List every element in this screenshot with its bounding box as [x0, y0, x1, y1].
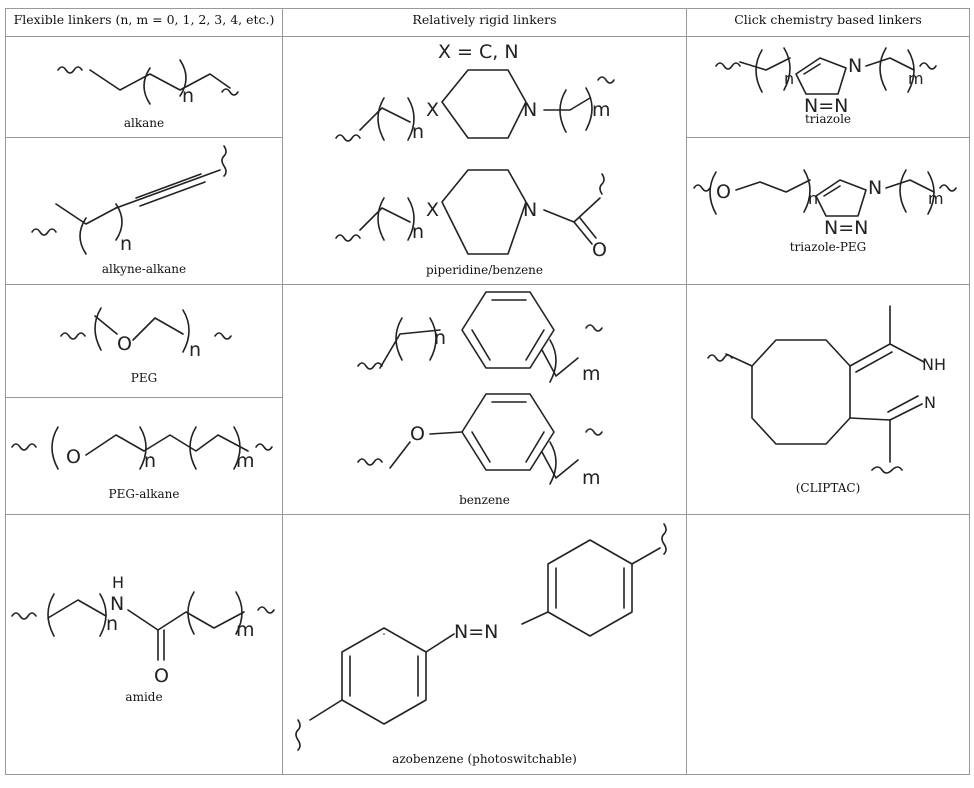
alkyne-alkane-structure: n — [31, 145, 227, 255]
svg-text:N: N — [848, 55, 862, 77]
benzene-ether-structure: O m — [357, 393, 603, 489]
svg-text:n: n — [189, 339, 201, 361]
svg-text:m: m — [592, 99, 611, 121]
piperidine-amide-structure: n X N O — [335, 169, 607, 261]
caption-azobenzene: azobenzene (photoswitchable) — [392, 752, 577, 766]
svg-text:X = C, N: X = C, N — [438, 41, 519, 63]
alkane-structure: n — [57, 59, 239, 107]
svg-text:H: H — [112, 573, 124, 592]
svg-text:O: O — [66, 446, 81, 468]
svg-text:n: n — [412, 221, 424, 243]
svg-text:m: m — [582, 363, 601, 385]
header-rigid-linkers: Relatively rigid linkers — [412, 11, 557, 27]
caption-piperidine-benzene: piperidine/benzene — [425, 263, 544, 277]
svg-text:O: O — [410, 423, 425, 445]
svg-text:n: n — [182, 85, 194, 107]
svg-text:m: m — [908, 69, 924, 88]
svg-text:n: n — [434, 327, 446, 349]
caption-cliptac: (CLIPTAC) — [795, 481, 861, 495]
svg-text:N: N — [868, 177, 882, 199]
svg-text:n: n — [106, 613, 118, 635]
svg-text:N: N — [523, 99, 537, 121]
caption-triazole: triazole — [804, 112, 852, 126]
x-equals-note: X = C, N — [438, 41, 519, 63]
caption-benzene: benzene — [459, 493, 510, 507]
triazole-structure: n N N=N m — [715, 47, 937, 117]
svg-text:m: m — [928, 189, 944, 208]
svg-text:N: N — [110, 593, 124, 615]
svg-text:X: X — [426, 199, 439, 221]
caption-peg: PEG — [130, 371, 158, 385]
caption-triazole-peg: triazole-PEG — [789, 240, 867, 254]
amide-structure: n H N O m — [11, 573, 275, 687]
svg-text:n: n — [412, 121, 424, 143]
svg-text:N=N: N=N — [804, 95, 848, 117]
azobenzene-structure: N=N — [295, 523, 667, 751]
header-click-linkers: Click chemistry based linkers — [734, 11, 922, 27]
svg-text:m: m — [236, 450, 255, 472]
svg-text:O: O — [154, 665, 169, 687]
svg-text:n: n — [144, 450, 156, 472]
peg-alkane-structure: O n m — [11, 426, 273, 472]
svg-text:m: m — [236, 619, 255, 641]
peg-structure: O n — [60, 307, 232, 361]
cliptac-structure: NH N — [707, 305, 946, 474]
svg-text:N=N: N=N — [824, 217, 868, 239]
svg-text:X: X — [426, 99, 439, 121]
svg-text:N: N — [924, 393, 936, 412]
svg-text:O: O — [117, 333, 132, 355]
svg-text:O: O — [716, 181, 731, 203]
svg-text:n: n — [784, 69, 794, 88]
svg-text:NH: NH — [922, 355, 946, 374]
benzene-alkyl-structure: n m — [357, 291, 603, 385]
caption-alkyne-alkane: alkyne-alkane — [101, 262, 187, 276]
svg-text:m: m — [582, 467, 601, 489]
caption-amide: amide — [125, 690, 163, 704]
header-flexible-linkers: Flexible linkers (n, m = 0, 1, 2, 3, 4, … — [13, 11, 275, 27]
svg-text:N=N: N=N — [454, 621, 498, 643]
caption-peg-alkane: PEG-alkane — [108, 487, 180, 501]
svg-text:N: N — [523, 199, 537, 221]
caption-alkane: alkane — [123, 116, 165, 130]
piperidine-structure: n X N m — [335, 69, 615, 143]
svg-text:O: O — [592, 239, 607, 261]
svg-text:n: n — [120, 233, 132, 255]
triazole-peg-structure: O n N N=N m — [693, 169, 957, 239]
svg-text:n: n — [808, 189, 818, 208]
